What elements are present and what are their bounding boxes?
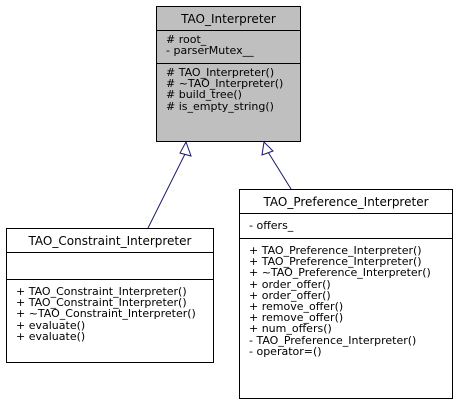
method: + order_offer() [249,277,331,291]
method: + TAO_Preference_Interpreter() [249,255,422,269]
attributes-section: - offers_ [240,214,452,239]
method: + TAO_Preference_Interpreter() [249,244,422,257]
class-name: TAO_Preference_Interpreter [240,190,452,214]
arrowhead-constraint [179,140,192,157]
method: + ~TAO_Preference_Interpreter() [249,266,431,280]
attribute: - parserMutex__ [166,44,254,58]
method: + order_offer() [249,288,331,302]
method: + evaluate() [16,329,86,343]
method: + TAO_Constraint_Interpreter() [16,296,187,310]
edge-preference-to-base [267,151,292,190]
method: + remove_offer() [249,299,344,313]
method: + num_offers() [249,322,332,336]
arrowhead-preference [261,140,274,156]
attributes-section: # root_ - parserMutex__ [157,31,300,64]
method: + remove_offer() [249,311,344,325]
class-tao-preference-interpreter: TAO_Preference_Interpreter - offers_ + T… [239,189,453,399]
method: # build_tree() [166,88,242,102]
method: # is_empty_string() [166,99,274,113]
attribute: # root_ [166,33,207,46]
method: # ~TAO_Interpreter() [166,77,284,91]
method: - TAO_Preference_Interpreter() [249,333,417,347]
method: - operator=() [249,344,322,358]
attribute: - offers_ [249,219,294,232]
method: # TAO_Interpreter() [166,66,275,79]
methods-section: # TAO_Interpreter() # ~TAO_Interpreter()… [157,64,300,116]
class-tao-constraint-interpreter: TAO_Constraint_Interpreter + TAO_Constra… [6,228,214,363]
class-name: TAO_Interpreter [157,7,300,31]
edge-constraint-to-base [147,151,187,229]
method: + TAO_Constraint_Interpreter() [16,285,187,298]
class-tao-interpreter: TAO_Interpreter # root_ - parserMutex__ … [156,6,301,142]
method: + ~TAO_Constraint_Interpreter() [16,307,196,321]
class-name: TAO_Constraint_Interpreter [7,229,213,253]
attributes-section [7,253,213,280]
methods-section: + TAO_Preference_Interpreter() + TAO_Pre… [240,239,452,361]
method: + evaluate() [16,318,86,332]
methods-section: + TAO_Constraint_Interpreter() + TAO_Con… [7,280,213,346]
